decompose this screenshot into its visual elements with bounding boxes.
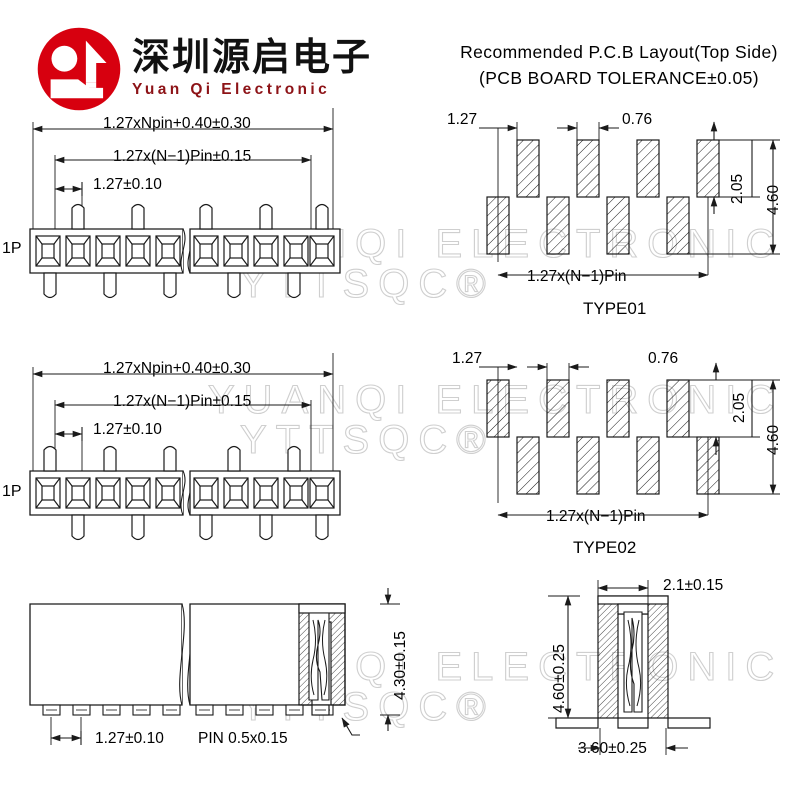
company-logo: 深圳源启电子 Yuan Qi Electronic [36,26,372,112]
dim-top-pitch: 1.27±0.10 [93,176,162,193]
company-name-en: Yuan Qi Electronic [132,81,331,99]
company-name-cn: 深圳源启电子 [132,36,373,79]
dim-mid-pitch: 1.27±0.10 [93,421,162,438]
pcb-layout-title-line1: Recommended P.C.B Layout(Top Side) [460,42,778,62]
dim-end-width-base: 3.60±0.25 [578,740,647,757]
dim-type01-pitch: 1.27 [447,111,478,128]
dim-end-width-top: 2.1±0.15 [663,577,724,594]
dim-type01-padwidth: 0.76 [622,111,653,128]
pcb-layout-title-line2: (PCB BOARD TOLERANCE±0.05) [479,68,759,88]
type02-label: TYPE02 [573,538,637,557]
dim-type02-padwidth: 0.76 [648,350,679,367]
top-row-label: 1P [2,240,22,257]
company-name-block: 深圳源启电子 Yuan Qi Electronic [132,36,373,100]
dim-side-pin: PIN 0.5x0.15 [198,730,288,747]
qi-arrow-circle-logo-icon [37,27,121,111]
dim-side-pitch: 1.27±0.10 [95,730,164,747]
type01-label: TYPE01 [583,299,647,318]
dim-type02-pitch: 1.27 [452,350,483,367]
mid-row-label: 1P [2,483,22,500]
